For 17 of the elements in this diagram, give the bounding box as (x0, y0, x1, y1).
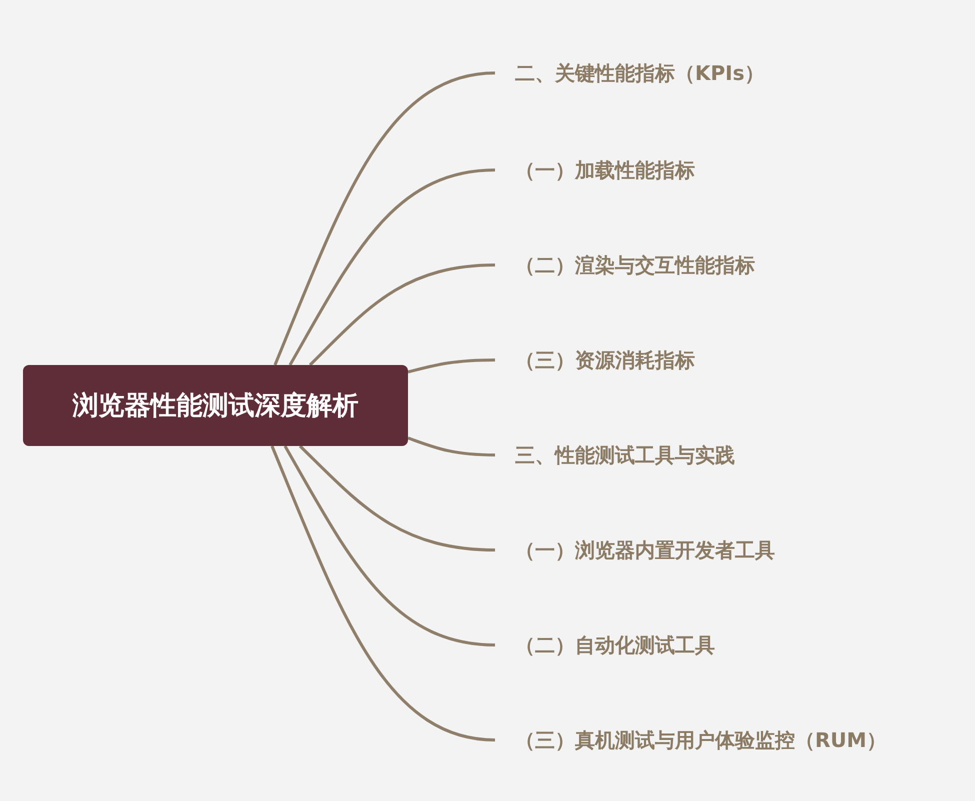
branch-topic: （三）真机测试与用户体验监控（RUM） (515, 726, 887, 754)
branch-topic: （二）自动化测试工具 (515, 632, 715, 658)
branch-line (298, 444, 496, 552)
branch-topic: （一）加载性能指标 (515, 156, 695, 184)
branch-line (288, 168, 496, 366)
branch-topic: （二）渲染与交互性能指标 (515, 252, 755, 278)
branch-line (274, 72, 496, 366)
branch-line (270, 445, 496, 742)
branch-line (308, 264, 496, 366)
branch-line (408, 436, 496, 456)
root-topic-box: 浏览器性能测试深度解析 (23, 365, 408, 446)
branch-topic: （三）资源消耗指标 (515, 346, 695, 374)
branch-topic: 三、性能测试工具与实践 (515, 442, 735, 468)
branch-topic: （一）浏览器内置开发者工具 (515, 536, 775, 564)
branch-line (284, 445, 496, 646)
branch-line (408, 358, 496, 374)
branch-topic: 二、关键性能指标（KPIs） (515, 60, 765, 86)
